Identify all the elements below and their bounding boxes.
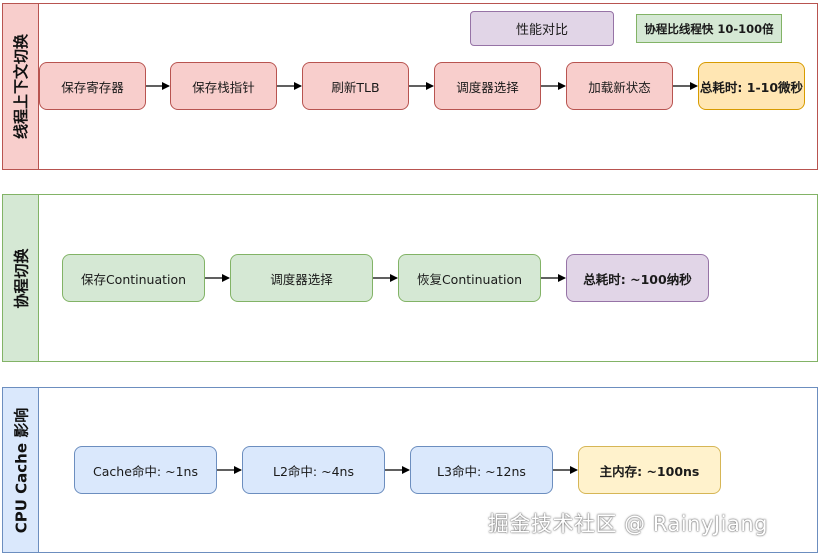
thread-step-load-new-state: 加载新状态 xyxy=(566,62,673,110)
watermark-text: 掘金技术社区 @ RainyJiang xyxy=(488,512,768,536)
coroutine-total-time: 总耗时: ~100纳秒 xyxy=(566,254,709,302)
thread-step-save-stack-pointer: 保存栈指针 xyxy=(170,62,277,110)
coroutine-step-save-continuation: 保存Continuation xyxy=(62,254,205,302)
thread-switch-lane-title: 线程上下文切换 xyxy=(12,33,31,140)
thread-step-save-registers: 保存寄存器 xyxy=(39,62,146,110)
coroutine-step-scheduler-select: 调度器选择 xyxy=(230,254,373,302)
thread-step-scheduler-select: 调度器选择 xyxy=(434,62,541,110)
cpu-cache-lane-header: CPU Cache 影响 xyxy=(3,388,39,552)
coroutine-switch-lane-title: 协程切换 xyxy=(12,247,31,309)
cache-l3-hit: L3命中: ~12ns xyxy=(410,446,553,494)
coroutine-step-restore-continuation: 恢复Continuation xyxy=(398,254,541,302)
performance-comparison-badge: 性能对比 xyxy=(470,11,614,46)
coroutine-switch-lane-header: 协程切换 xyxy=(3,195,39,361)
thread-total-time: 总耗时: 1-10微秒 xyxy=(698,62,805,110)
cache-l2-hit: L2命中: ~4ns xyxy=(242,446,385,494)
thread-step-flush-tlb: 刷新TLB xyxy=(302,62,409,110)
main-memory-latency: 主内存: ~100ns xyxy=(578,446,721,494)
speedup-badge: 协程比线程快 10-100倍 xyxy=(636,14,782,43)
cache-l1-hit: Cache命中: ~1ns xyxy=(74,446,217,494)
cpu-cache-lane-title: CPU Cache 影响 xyxy=(12,407,31,533)
thread-switch-lane-header: 线程上下文切换 xyxy=(3,4,39,169)
